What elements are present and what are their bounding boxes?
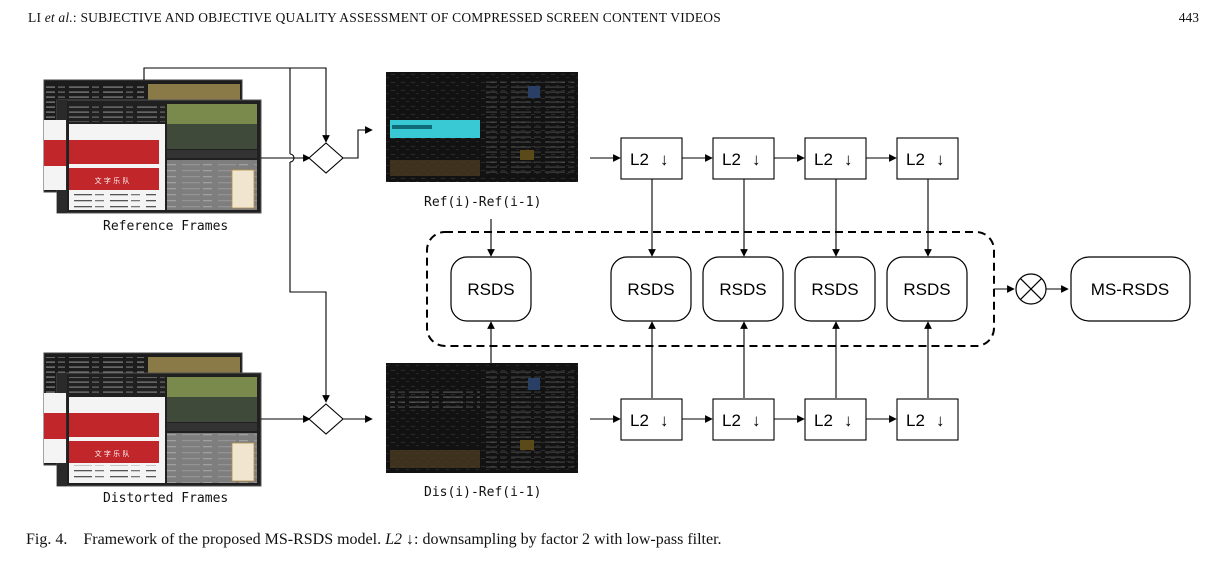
figure-caption: Fig. 4. Framework of the proposed MS-RSD…	[26, 531, 722, 549]
running-header: LI et al.: SUBJECTIVE AND OBJECTIVE QUAL…	[28, 10, 721, 26]
distorted-difference-frame	[386, 363, 578, 473]
rsds-label: RSDS	[811, 280, 858, 299]
rsds-block-0: RSDS	[450, 256, 532, 322]
down-arrow-icon: ↓	[752, 150, 761, 169]
distorted-frames-stack: 文 字 乐 队	[43, 352, 262, 487]
down-arrow-icon: ↓	[660, 150, 669, 169]
reference-stack-banner-text: 文 字 乐 队	[95, 176, 130, 185]
caption-italic: L2	[385, 531, 403, 548]
ms-rsds-output-block: MS-RSDS	[1070, 256, 1191, 322]
caption-text-before: Framework of the proposed MS-RSDS model.	[83, 531, 386, 548]
reference-frames-stack: 文 字 乐 队	[43, 79, 262, 214]
downsample-box-bottom-3: L2 ↓	[804, 398, 867, 441]
down-arrow-icon: ↓	[844, 411, 853, 430]
downsample-label: L2	[630, 411, 649, 430]
dis-diff-label: Dis(i)-Ref(i-1)	[424, 485, 542, 500]
down-arrow-icon: ↓	[752, 411, 761, 430]
header-title-rest: : SUBJECTIVE AND OBJECTIVE QUALITY ASSES…	[72, 10, 721, 25]
distorted-diff-diamond	[308, 403, 344, 435]
downsample-box-top-3: L2 ↓	[804, 137, 867, 180]
downsample-connectors	[487, 154, 1069, 423]
rsds-block-4: RSDS	[886, 256, 968, 322]
downsample-label: L2	[630, 150, 649, 169]
down-arrow-icon: ↓	[844, 150, 853, 169]
ref-diff-label: Ref(i)-Ref(i-1)	[424, 195, 542, 210]
input-connectors	[143, 67, 373, 423]
caption-text-after: ↓: downsampling by factor 2 with low-pas…	[402, 531, 722, 548]
downsample-label: L2	[722, 411, 741, 430]
distorted-stack-banner-text: 文 字 乐 队	[95, 449, 130, 458]
down-arrow-icon: ↓	[660, 411, 669, 430]
rsds-label: RSDS	[903, 280, 950, 299]
downsample-box-bottom-1: L2 ↓	[620, 398, 683, 441]
downsample-label: L2	[814, 411, 833, 430]
multiply-icon	[1015, 273, 1047, 305]
rsds-label: RSDS	[627, 280, 674, 299]
distorted-frames-label: Distorted Frames	[103, 491, 229, 506]
rsds-label: RSDS	[719, 280, 766, 299]
downsample-label: L2	[906, 411, 925, 430]
downsample-box-bottom-2: L2 ↓	[712, 398, 775, 441]
downsample-box-top-2: L2 ↓	[712, 137, 775, 180]
rsds-block-1: RSDS	[610, 256, 692, 322]
reference-frames-label: Reference Frames	[103, 219, 229, 234]
downsample-box-top-4: L2 ↓	[896, 137, 959, 180]
downsample-box-bottom-4: L2 ↓	[896, 398, 959, 441]
downsample-label: L2	[722, 150, 741, 169]
header-title-prefix: LI	[28, 10, 45, 25]
rsds-block-3: RSDS	[794, 256, 876, 322]
ms-rsds-label: MS-RSDS	[1091, 280, 1169, 299]
downsample-label: L2	[814, 150, 833, 169]
reference-diff-diamond	[308, 142, 344, 174]
reference-difference-frame	[386, 72, 578, 182]
rsds-block-2: RSDS	[702, 256, 784, 322]
page-number: 443	[1178, 10, 1199, 25]
header-title-italic: et al.	[44, 10, 73, 25]
caption-prefix: Fig. 4.	[26, 531, 68, 548]
downsample-box-top-1: L2 ↓	[620, 137, 683, 180]
downsample-label: L2	[906, 150, 925, 169]
rsds-label: RSDS	[467, 280, 514, 299]
down-arrow-icon: ↓	[936, 411, 945, 430]
down-arrow-icon: ↓	[936, 150, 945, 169]
